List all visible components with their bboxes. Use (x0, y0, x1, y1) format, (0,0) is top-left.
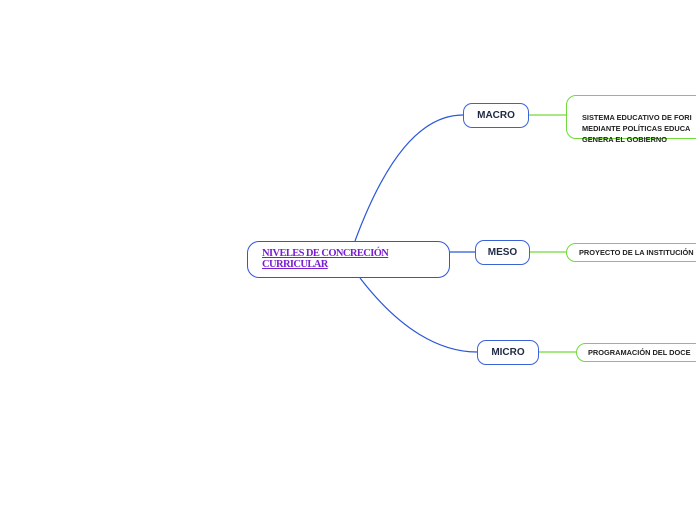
subtopic-meso-label: PROYECTO DE LA INSTITUCIÓN (579, 248, 694, 257)
subtopic-macro[interactable]: SISTEMA EDUCATIVO DE FORI MEDIANTE POLÍT… (566, 95, 696, 144)
subtopic-macro-label: SISTEMA EDUCATIVO DE FORI MEDIANTE POLÍT… (582, 113, 692, 144)
root-topic-label: NIVELES DE CONCRECIÓN CURRICULAR (262, 248, 389, 270)
branch-line-micro (359, 277, 478, 353)
topic-micro-label: MICRO (491, 347, 525, 358)
topic-macro-label: MACRO (477, 110, 515, 121)
subtopic-micro-label: PROGRAMACIÓN DEL DOCE (588, 348, 691, 357)
topic-meso[interactable]: MESO (475, 240, 530, 265)
topic-meso-label: MESO (487, 247, 518, 258)
subtopic-micro[interactable]: PROGRAMACIÓN DEL DOCE (576, 343, 696, 362)
branch-line-macro (354, 114, 464, 242)
topic-micro[interactable]: MICRO (477, 340, 539, 365)
topic-macro[interactable]: MACRO (463, 103, 529, 128)
root-topic[interactable]: NIVELES DE CONCRECIÓN CURRICULAR (247, 241, 450, 278)
subtopic-meso[interactable]: PROYECTO DE LA INSTITUCIÓN (566, 243, 696, 262)
